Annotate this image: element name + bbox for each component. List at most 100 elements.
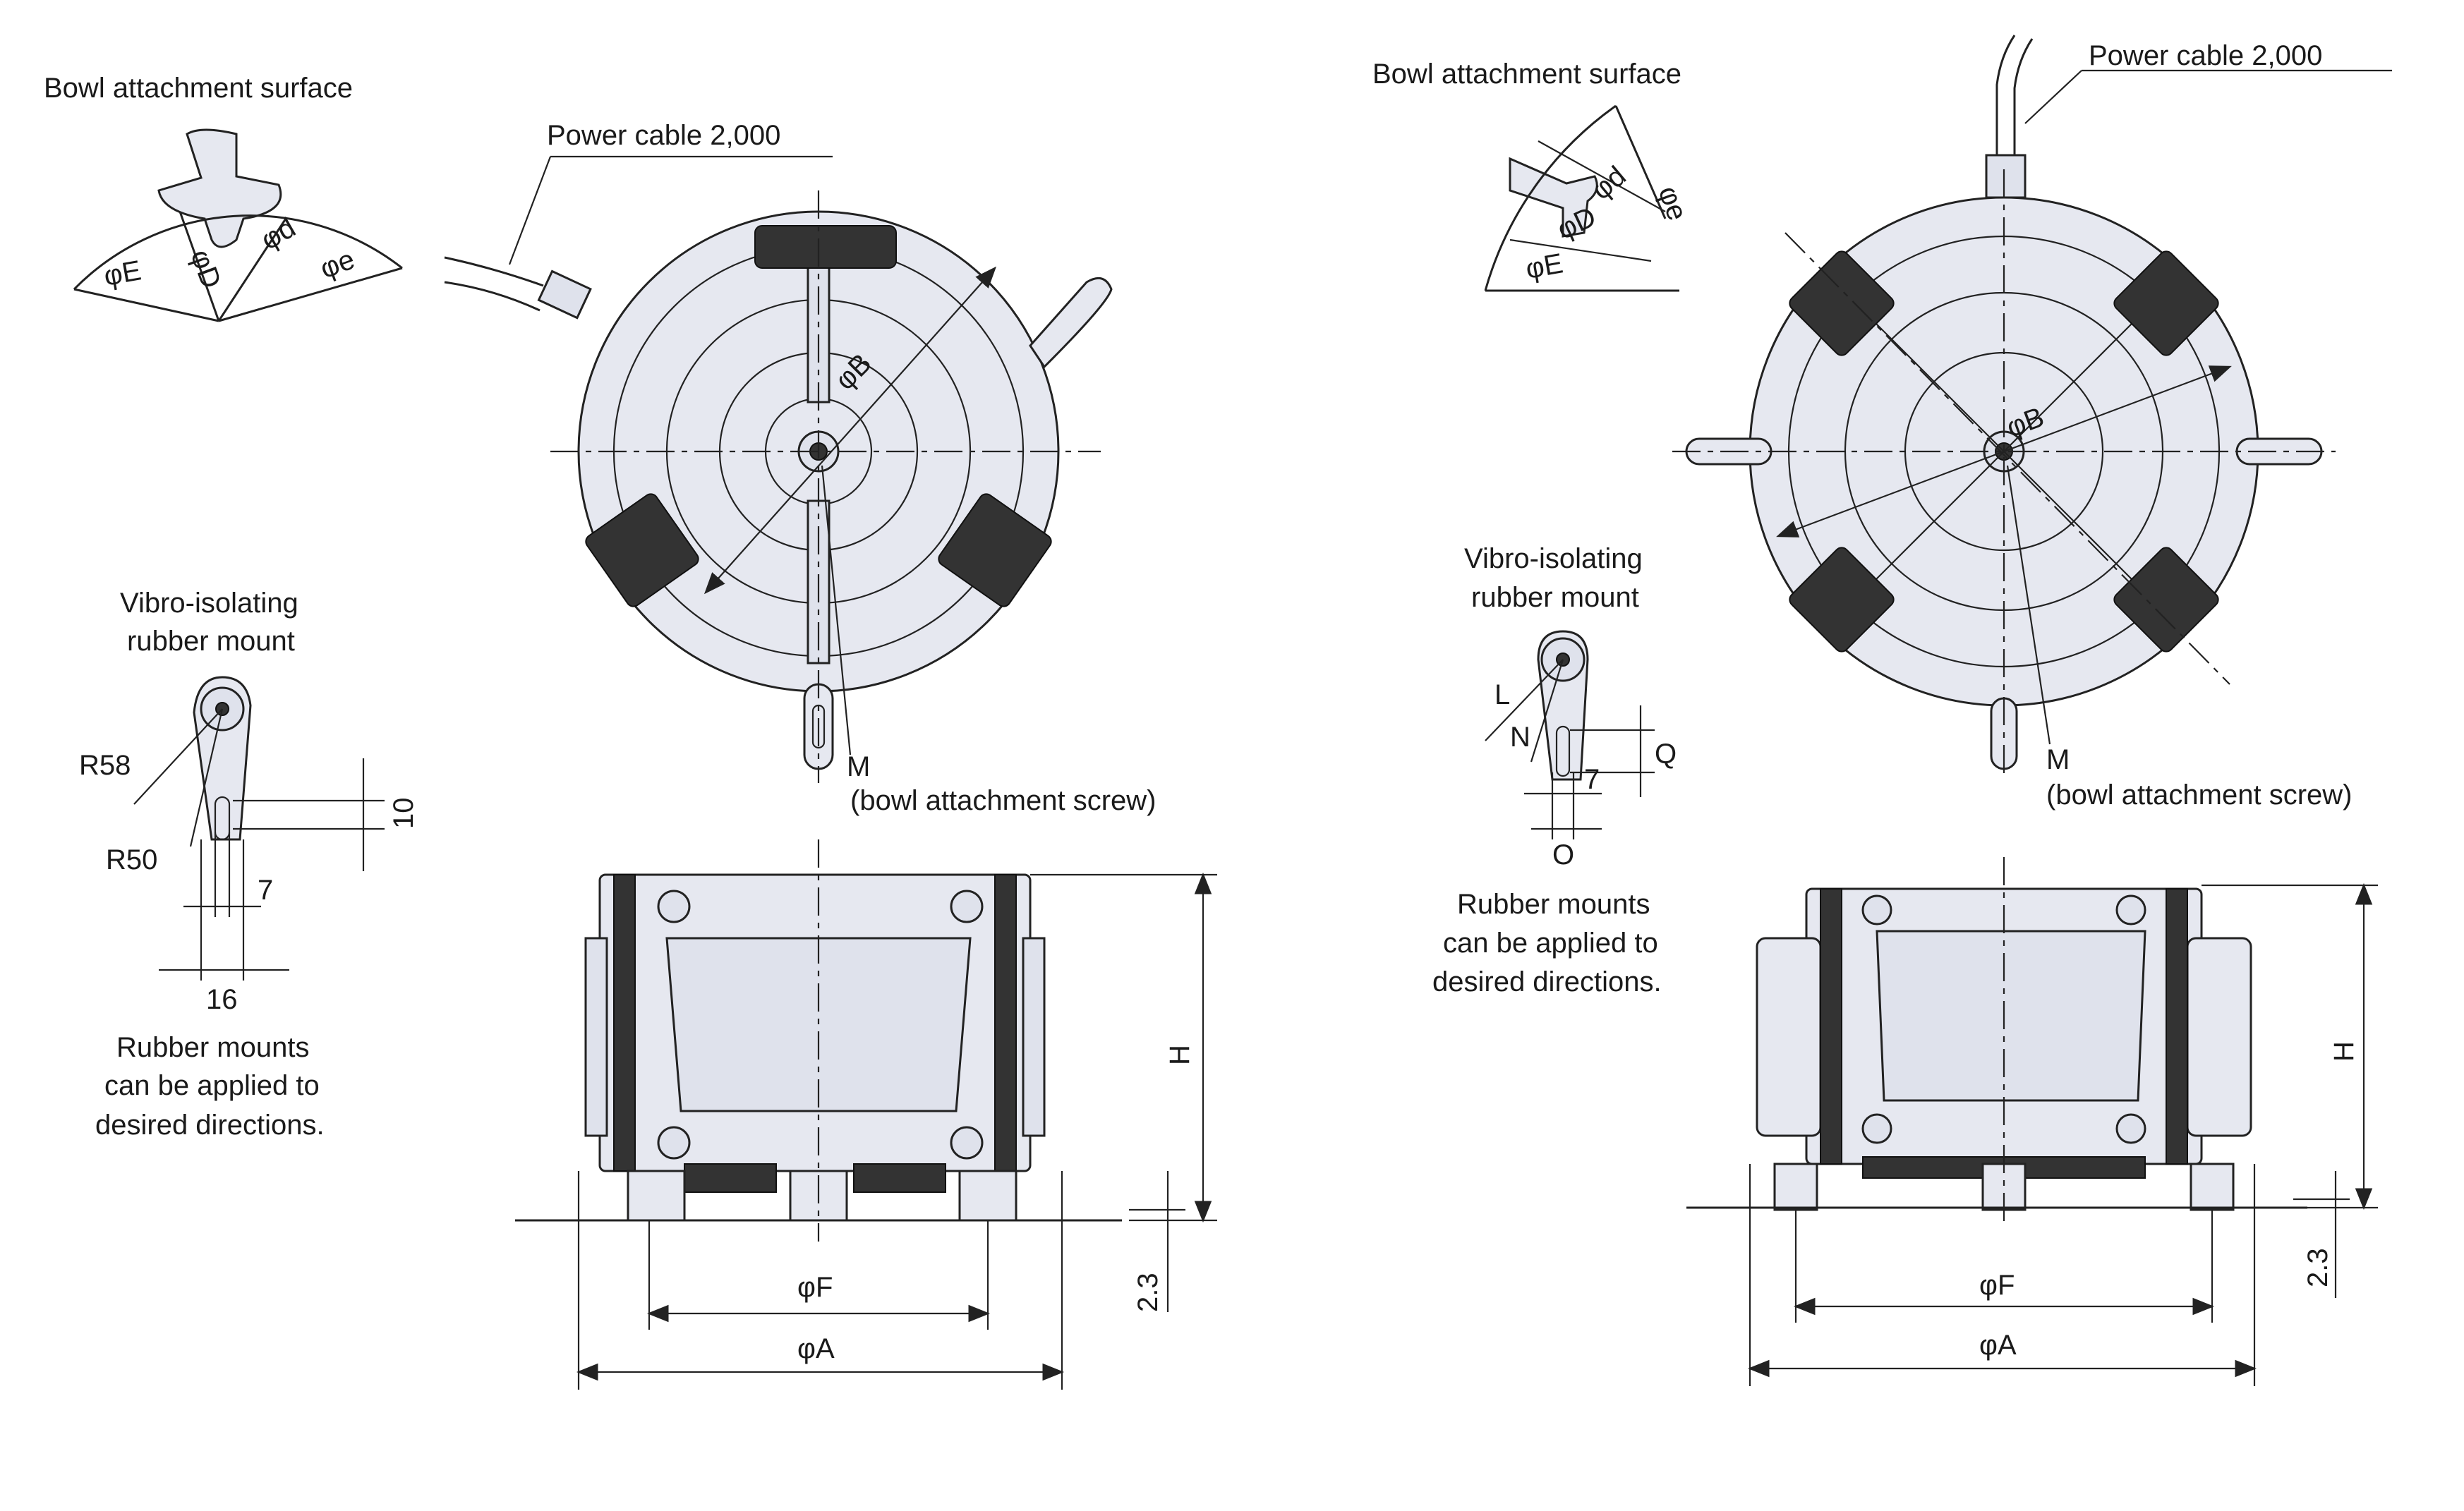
- right-bowl-clamp-shape: [1509, 157, 1598, 238]
- left-R50: R50: [106, 844, 157, 875]
- left-mount-top: [754, 225, 897, 269]
- right-side-post-l: [1820, 888, 1842, 1165]
- left-note-2: can be applied to: [104, 1070, 320, 1101]
- left-side-foot-l: [627, 1170, 686, 1222]
- right-side-foot-l: [1773, 1163, 1818, 1211]
- right-side-bolt-1: [1861, 894, 1892, 926]
- left-R58-line: [133, 708, 223, 805]
- right-O: O: [1552, 839, 1574, 870]
- left-power-cable: Power cable 2,000: [444, 120, 833, 320]
- right-mount-detail: Vibro-isolating rubber mount L N Q 7 O R…: [1432, 543, 1677, 997]
- right-power-cable: Power cable 2,000: [1985, 35, 2392, 199]
- left-top-view: φB M (bowl attachment screw): [550, 190, 1156, 816]
- right-side-wing-r: [2186, 937, 2252, 1137]
- right-note-3: desired directions.: [1432, 966, 1662, 997]
- right-note-2: can be applied to: [1443, 928, 1658, 959]
- left-screw-leader: [821, 465, 852, 756]
- left-d10: 10: [388, 798, 419, 830]
- left-side-flange-r: [1022, 937, 1046, 1137]
- left-R58: R58: [79, 750, 131, 781]
- right-side-post-r: [2166, 888, 2188, 1165]
- right-top-view: φB M (bowl attachment screw): [1672, 169, 2352, 811]
- left-d7: 7: [258, 875, 273, 906]
- left-d16: 16: [206, 984, 238, 1015]
- left-mount-detail: Vibro-isolating rubber mount R58 R50 10 …: [79, 588, 419, 1141]
- right-side-coil: [1876, 930, 2146, 1102]
- left-side-coil: [665, 937, 972, 1112]
- left-screw-desc: (bowl attachment screw): [850, 785, 1156, 816]
- right-centerline-diag: [1784, 232, 2230, 685]
- left-side-bolt-2: [950, 890, 984, 923]
- left-side-foot-r: [958, 1170, 1017, 1222]
- left-mount-slot: [214, 796, 231, 841]
- left-sector-edge-right: [218, 267, 403, 322]
- left-dim-A: φA: [797, 1333, 835, 1364]
- left-screw-M: M: [847, 751, 870, 782]
- right-side-wing-l: [1756, 937, 1822, 1137]
- left-note-1: Rubber mounts: [116, 1032, 309, 1063]
- left-cable-leader: [508, 156, 552, 265]
- left-side-post-r: [994, 874, 1017, 1172]
- left-side-bolt-4: [950, 1126, 984, 1160]
- right-mount-slot: [1555, 725, 1571, 777]
- right-screw-desc: (bowl attachment screw): [2046, 779, 2352, 811]
- right-dim-F: φF: [1979, 1270, 2015, 1301]
- left-dim-23: 2.3: [1133, 1273, 1164, 1312]
- right-dim-H: H: [2329, 1041, 2360, 1062]
- left-cable-line: [444, 256, 544, 287]
- left-bowl-surface-label: Bowl attachment surface: [44, 73, 353, 104]
- left-R50-line: [189, 708, 224, 847]
- right-L-line: [1485, 659, 1564, 741]
- right-dim-B-line: [1776, 365, 2232, 538]
- left-ear-tab-right: [1029, 277, 1113, 369]
- left-dim-E: φE: [102, 255, 143, 291]
- right-cable-leader: [2024, 70, 2082, 124]
- right-mount-bl: [1789, 547, 1895, 653]
- left-side-terminal-l: [684, 1163, 777, 1193]
- left-drawing: Bowl attachment surface φE φD φd φe Powe…: [44, 73, 1217, 1390]
- right-power-cable-label: Power cable 2,000: [2089, 40, 2322, 71]
- left-bowl-clamp-shape: [157, 128, 282, 248]
- right-sector-ray-2: [1509, 238, 1652, 262]
- right-cable-line-2: [2013, 38, 2034, 169]
- right-dim-e: φe: [1653, 182, 1693, 224]
- right-cable-gland: [1985, 154, 2027, 199]
- right-screw-M: M: [2046, 744, 2070, 775]
- left-dim-e: φe: [316, 244, 358, 285]
- right-mount-tl: [1789, 250, 1895, 356]
- left-sector-edge-left: [73, 288, 219, 322]
- left-dim-H: H: [1164, 1045, 1195, 1065]
- left-cable-gland: [537, 269, 592, 320]
- left-mount-left: [585, 493, 699, 607]
- right-dim-23: 2.3: [2302, 1248, 2333, 1287]
- left-bowl-outer-arc: [73, 214, 403, 291]
- right-screw-leader: [2006, 465, 2051, 745]
- left-note-3: desired directions.: [95, 1110, 325, 1141]
- right-N-line: [1530, 659, 1564, 763]
- right-sector-ray-1: [1538, 140, 1666, 212]
- left-cable-line-2: [444, 281, 540, 312]
- left-spoke-top: [807, 260, 831, 403]
- left-side-view: H 2.3 φF φA: [515, 839, 1217, 1390]
- left-side-terminal-r: [853, 1163, 946, 1193]
- left-bowl-surface-detail: Bowl attachment surface φE φD φd φe: [44, 73, 403, 322]
- right-bowl-outer-arc: [1484, 104, 1617, 291]
- left-dim-B-line: [703, 266, 997, 595]
- right-side-bolt-2: [2115, 894, 2146, 926]
- right-mount-label-1: Vibro-isolating: [1464, 543, 1643, 574]
- right-dim-E: φE: [1523, 248, 1565, 284]
- left-sector-ray-d: [179, 211, 220, 322]
- right-cable-line: [1995, 35, 2016, 169]
- right-bowl-surface-label: Bowl attachment surface: [1372, 59, 1681, 90]
- right-Q: Q: [1655, 739, 1677, 770]
- right-side-foot-r: [2190, 1163, 2235, 1211]
- right-d7: 7: [1584, 764, 1600, 795]
- right-mount-tr: [2113, 250, 2219, 356]
- left-side-flange-l: [584, 937, 608, 1137]
- left-mount-label-2: rubber mount: [127, 626, 295, 657]
- right-bowl-surface-detail: Bowl attachment surface φe φd φD φE: [1372, 59, 1693, 292]
- right-L: L: [1494, 679, 1510, 710]
- left-power-cable-label: Power cable 2,000: [547, 120, 780, 151]
